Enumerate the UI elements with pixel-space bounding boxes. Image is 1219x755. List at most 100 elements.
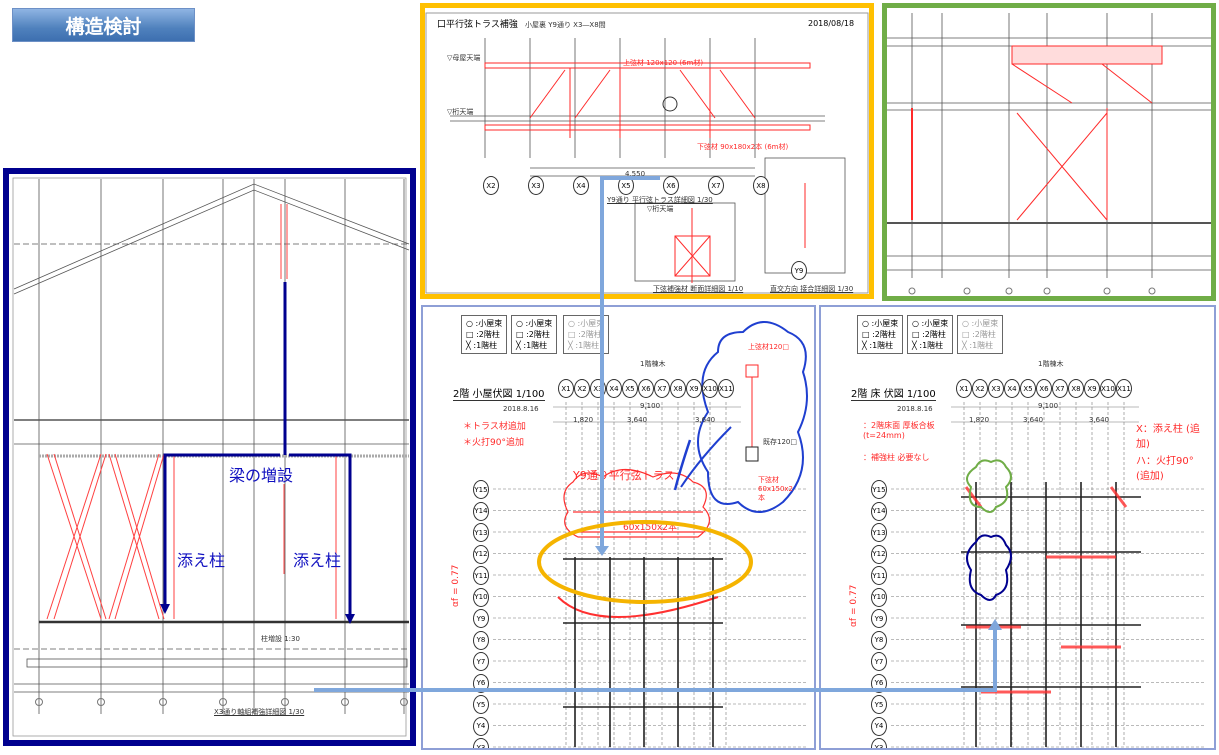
grid-bubble: X5 <box>622 379 638 398</box>
grid-bubble: Y8 <box>473 630 489 650</box>
dim-part: 3,640 <box>1089 416 1110 424</box>
beam-addition-label: 梁の増設 <box>229 466 294 485</box>
legend-item: ○ :小屋束 <box>912 318 948 329</box>
legend-symbol: ╳ <box>568 341 573 350</box>
legend-symbol: ○ <box>912 319 919 328</box>
ridge-marker: 1階棟木 <box>640 360 666 368</box>
grid-bubble: X8 <box>753 176 769 195</box>
legend-label: :小屋束 <box>525 319 553 328</box>
legend-label: :小屋束 <box>577 319 605 328</box>
grid-bubble: Y12 <box>871 544 887 564</box>
legend-symbol: ╳ <box>516 341 521 350</box>
legend-symbol: □ <box>912 330 920 339</box>
grid-bubble: Y8 <box>871 630 887 650</box>
grid-bubble: Y4 <box>871 716 887 736</box>
plan-date: 2018.8.16 <box>503 405 539 413</box>
legend-item: ╳ :1階柱 <box>862 340 898 351</box>
truss-subheading: 小屋裏 Y9通り X3―X8間 <box>525 21 606 29</box>
plan-title: 2階 床 伏図 1/100 <box>851 385 936 401</box>
note-post: ：補強柱 必要なし <box>863 453 930 462</box>
label-upper-chord: 上弦材 120x120 (6m材) <box>623 59 704 67</box>
slide-title: 構造検討 <box>12 8 195 42</box>
grid-bubble: X10 <box>702 379 718 398</box>
legend-item: ╳ :1階柱 <box>466 340 502 351</box>
grid-bubble: X1 <box>956 379 972 398</box>
caption-joint: 直交方向 接合詳細図 1/30 <box>770 285 854 293</box>
legend-symbol: □ <box>962 330 970 339</box>
section-label: ▽桁天端 <box>647 205 674 213</box>
grid-bubble: X3 <box>590 379 606 398</box>
grid-bubble: Y7 <box>473 652 489 671</box>
grid-bubble: Y6 <box>473 673 489 693</box>
legend-box-1: ○ :小屋束□ :2階柱╳ :1階柱 <box>857 315 904 354</box>
legend-item: ○ :小屋束 <box>568 318 604 329</box>
frame-elevation-drawing: X3通り軸組補強詳細図 1/30 柱増設 1:30 梁の増設 添え柱 添え柱 <box>3 168 416 746</box>
grid-bubble: Y6 <box>871 673 887 693</box>
grid-bubble: Y5 <box>473 695 489 714</box>
detail-label: 柱増設 1:30 <box>261 635 300 643</box>
legend-symbol: □ <box>516 330 524 339</box>
added-post-label-left: 添え柱 <box>177 551 226 570</box>
grid-bubble: Y14 <box>871 501 887 521</box>
floor-plan-linework <box>891 402 1206 748</box>
truss-linework <box>425 12 869 294</box>
grid-bubble: X5 <box>1020 379 1036 398</box>
label-roof-ceiling: ▽母屋天端 <box>447 54 481 62</box>
dim-total: 9,100 <box>640 402 661 410</box>
truss-date: 2018/08/18 <box>808 19 855 28</box>
legend-box-3: ○ :小屋束□ :2階柱╳ :1階柱 <box>563 315 610 354</box>
dim-total: 9,100 <box>1038 402 1059 410</box>
legend-label: :1階柱 <box>969 341 994 350</box>
plan-date: 2018.8.16 <box>897 405 933 413</box>
grid-bubble: Y10 <box>871 587 887 607</box>
truss-detail-drawing: 口平行弦トラス補強 小屋裏 Y9通り X3―X8間 2018/08/18 ▽母屋… <box>420 3 874 299</box>
legend-symbol: ╳ <box>862 341 867 350</box>
legend-label: :小屋束 <box>475 319 503 328</box>
grid-bubble: Y9 <box>473 609 489 628</box>
grid-bubble: X8 <box>1068 379 1084 398</box>
legend-item: □ :2階柱 <box>912 329 948 340</box>
ridge-marker: 1階棟木 <box>1038 360 1064 368</box>
grid-bubble: Y9 <box>871 609 887 628</box>
legend-item: □ :2階柱 <box>568 329 604 340</box>
side-note-post: X：添え柱 (追加) <box>1136 424 1200 450</box>
grid-bubble: X3 <box>988 379 1004 398</box>
legend-item: ╳ :1階柱 <box>516 340 552 351</box>
legend-item: □ :2階柱 <box>962 329 998 340</box>
grid-bubble: X4 <box>606 379 622 398</box>
grid-bubble: Y13 <box>871 523 887 542</box>
grid-bubble: Y9 <box>791 261 807 280</box>
grid-bubble: Y11 <box>871 566 887 585</box>
grid-bubble: Y3 <box>473 738 489 748</box>
note-truss: ＊トラス材追加 <box>463 422 526 432</box>
truss-heading: 口平行弦トラス補強 <box>437 20 518 30</box>
grid-bubble: X11 <box>1116 379 1132 398</box>
grid-bubble: Y13 <box>473 523 489 542</box>
legend-label: :2階柱 <box>578 330 602 339</box>
grid-bubble: X2 <box>483 176 499 195</box>
note-floor: ：2階床面 厚板合板(t=24mm) <box>863 421 935 440</box>
grid-bubble: X10 <box>1100 379 1116 398</box>
ratio-note: αf = 0.77 <box>451 564 461 607</box>
legend-item: ╳ :1階柱 <box>962 340 998 351</box>
label-lower-chord: 下弦材 90x180x2本 (6m材) <box>697 143 789 151</box>
handwritten-truss: Y9通り平行弦トラス <box>573 469 675 482</box>
legend-label: :1階柱 <box>523 341 548 350</box>
note-brace: ＊火打90°追加 <box>463 438 524 448</box>
elevation-linework <box>12 177 410 737</box>
plan-title: 2階 小屋伏図 1/100 <box>453 385 545 401</box>
grid-bubble: X2 <box>972 379 988 398</box>
legend-item: □ :2階柱 <box>516 329 552 340</box>
legend-symbol: ○ <box>962 319 969 328</box>
legend-symbol: □ <box>466 330 474 339</box>
legend-symbol: ○ <box>568 319 575 328</box>
grid-bubble: X1 <box>558 379 574 398</box>
dim-part: 1,820 <box>573 416 594 424</box>
legend-label: :2階柱 <box>476 330 500 339</box>
legend-item: ╳ :1階柱 <box>912 340 948 351</box>
legend-symbol: □ <box>568 330 576 339</box>
cloud-note-mid: 既存120□ <box>763 438 797 446</box>
legend-item: □ :2階柱 <box>862 329 898 340</box>
total-dimension: 4,550 <box>625 170 646 178</box>
dim-part: 3,640 <box>627 416 648 424</box>
